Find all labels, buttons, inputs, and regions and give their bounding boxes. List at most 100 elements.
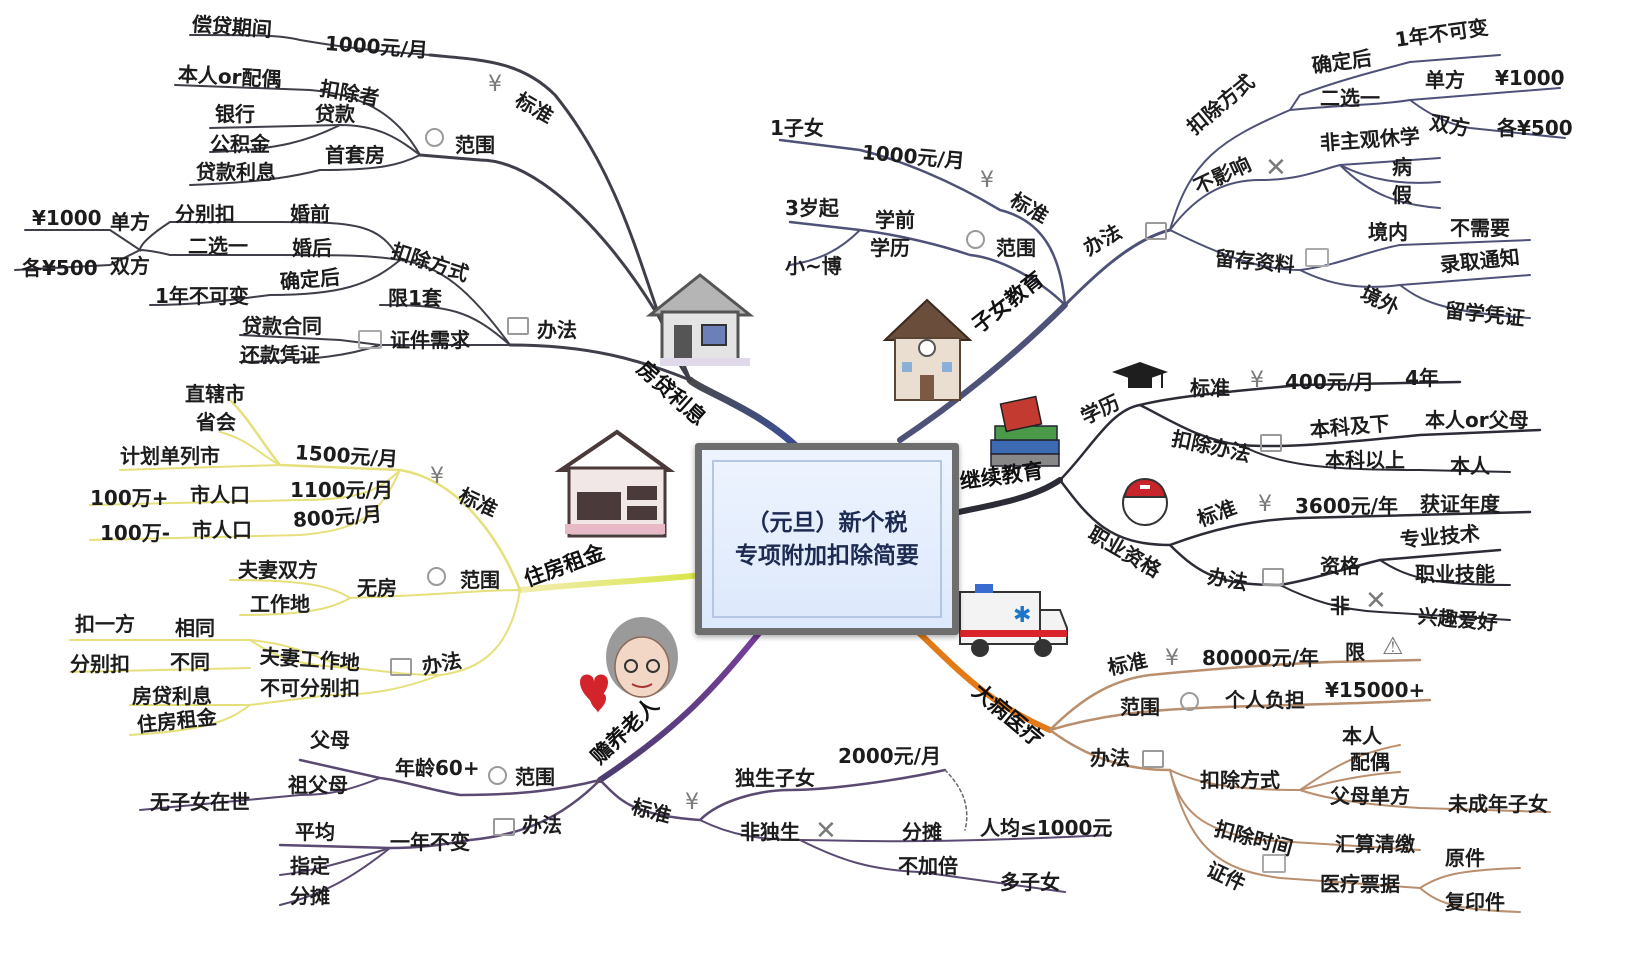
co-amount: 400元/月	[1285, 370, 1375, 394]
md-amount: 80000元/年	[1202, 646, 1319, 670]
svg-text:✱: ✱	[1013, 603, 1031, 628]
hl-single: 单方	[110, 210, 150, 234]
rt-city-pop2: 市人口	[192, 518, 252, 542]
hl-period: 偿贷期间	[191, 12, 273, 42]
hl-limit-one: 限1套	[388, 286, 442, 310]
school-icon	[880, 290, 975, 405]
rt-couple: 夫妻双方	[238, 558, 318, 582]
el-no-double: 不加倍	[898, 854, 958, 878]
grandma-icon	[570, 612, 690, 722]
circle-icon	[966, 230, 985, 249]
hl-before-marriage: 婚前	[290, 202, 330, 226]
hl-single-amount: ¥1000	[32, 206, 102, 230]
hl-loan-contract: 贷款合同	[242, 314, 322, 338]
ambulance-icon: ✱	[955, 580, 1070, 665]
rt-planned-city: 计划单列市	[120, 444, 220, 468]
rt-different: 不同	[170, 650, 210, 674]
rt-provincial: 省会	[196, 410, 236, 434]
el-amount: 2000元/月	[838, 744, 941, 768]
co-q-amount: 3600元/年	[1295, 494, 1398, 518]
rt-scope: 范围	[460, 568, 500, 592]
el-equal: 平均	[295, 820, 335, 844]
rt-separate: 分别扣	[70, 652, 130, 676]
hl-loan: 贷款	[315, 102, 355, 126]
ce-single: 单方	[1425, 68, 1465, 92]
md-parent-single: 父母单方	[1330, 784, 1410, 808]
photo-icon	[1305, 248, 1329, 267]
helmet-icon	[1120, 475, 1170, 530]
rt-amt-1500: 1500元/月	[294, 440, 399, 472]
circle-icon	[1180, 692, 1199, 711]
hl-separate: 分别扣	[175, 202, 235, 226]
co-self-or-parent: 本人or父母	[1425, 408, 1529, 432]
rt-workplace: 工作地	[250, 592, 310, 616]
yen-icon: ¥	[1250, 368, 1264, 393]
center-title-line2: 专项附加扣除简要	[735, 543, 919, 569]
el-scope: 范围	[515, 765, 555, 789]
rt-method: 办法	[419, 648, 464, 679]
rt-amt-800: 800元/月	[292, 501, 383, 532]
co-not: 非	[1330, 594, 1350, 618]
ce-not-needed: 不需要	[1450, 216, 1510, 240]
co-professional: 专业技术	[1398, 521, 1481, 552]
yen-icon: ¥	[1165, 646, 1179, 671]
yen-icon: ¥	[488, 72, 502, 97]
el-grandparents: 祖父母	[288, 773, 348, 797]
rt-deduct-one: 扣一方	[75, 612, 135, 636]
center-title-card: （元旦）新个税 专项附加扣除简要	[695, 443, 959, 635]
co-cert-year: 获证年度	[1420, 492, 1500, 516]
rt-amt-1100: 1100元/月	[290, 478, 393, 502]
center-card-inner	[712, 460, 942, 618]
rt-pop-under: 100万-	[100, 521, 171, 545]
md-limit: 限	[1345, 640, 1365, 664]
folder-icon	[507, 317, 529, 335]
md-scope: 范围	[1120, 695, 1160, 719]
el-method: 办法	[522, 813, 562, 837]
co-hobby: 兴趣爱好	[1416, 604, 1499, 635]
ce-both: 双方	[1427, 110, 1472, 141]
ce-sick: 病	[1392, 155, 1412, 179]
ce-age3: 3岁起	[785, 196, 839, 220]
hl-bank: 银行	[215, 102, 255, 126]
md-self-pay: 个人负担	[1225, 688, 1305, 712]
md-copy: 复印件	[1445, 890, 1505, 914]
el-per-cap: 人均≤1000元	[980, 816, 1113, 840]
md-deduct-method: 扣除方式	[1200, 768, 1280, 792]
md-original: 原件	[1445, 846, 1485, 870]
co-above-bachelor: 本科以上	[1325, 448, 1405, 472]
rt-same: 相同	[175, 616, 215, 640]
hl-first-home: 首套房	[325, 143, 385, 167]
co-vocational: 职业技能	[1415, 562, 1495, 586]
circle-icon	[488, 766, 507, 785]
hl-both: 双方	[110, 254, 150, 278]
ce-preschool: 学前	[875, 208, 915, 232]
co-credential: 资格	[1320, 554, 1360, 578]
yen-icon: ¥	[1258, 492, 1272, 517]
yen-icon: ¥	[685, 790, 699, 815]
ce-education: 学历	[870, 236, 910, 260]
cross-icon: ✕	[815, 816, 837, 846]
md-method: 办法	[1090, 746, 1130, 770]
cross-icon: ✕	[1265, 153, 1287, 183]
hl-method: 办法	[537, 318, 577, 342]
house-icon	[640, 270, 760, 370]
ce-leave-school: 非主观休学	[1319, 124, 1421, 155]
ce-holiday: 假	[1392, 183, 1412, 207]
folder-icon	[1145, 222, 1167, 240]
rent-house-icon	[554, 428, 676, 540]
md-minor: 未成年子女	[1448, 792, 1548, 816]
hl-after-marriage: 婚后	[292, 236, 332, 260]
ce-one-child: 1子女	[770, 116, 824, 140]
ce-range: 小~博	[785, 254, 842, 278]
hl-both-amount: 各¥500	[22, 256, 98, 280]
ce-domestic: 境内	[1368, 220, 1408, 244]
graduation-cap-icon	[1110, 360, 1170, 395]
el-not-only: 非独生	[740, 820, 800, 844]
co-q-method: 办法	[1205, 564, 1250, 595]
md-threshold: ¥15000+	[1325, 678, 1426, 702]
cross-icon: ✕	[1365, 586, 1387, 616]
md-receipts: 医疗票据	[1320, 872, 1400, 896]
hl-fixed-year: 1年不可变	[155, 284, 249, 308]
hl-scope: 范围	[455, 133, 495, 157]
